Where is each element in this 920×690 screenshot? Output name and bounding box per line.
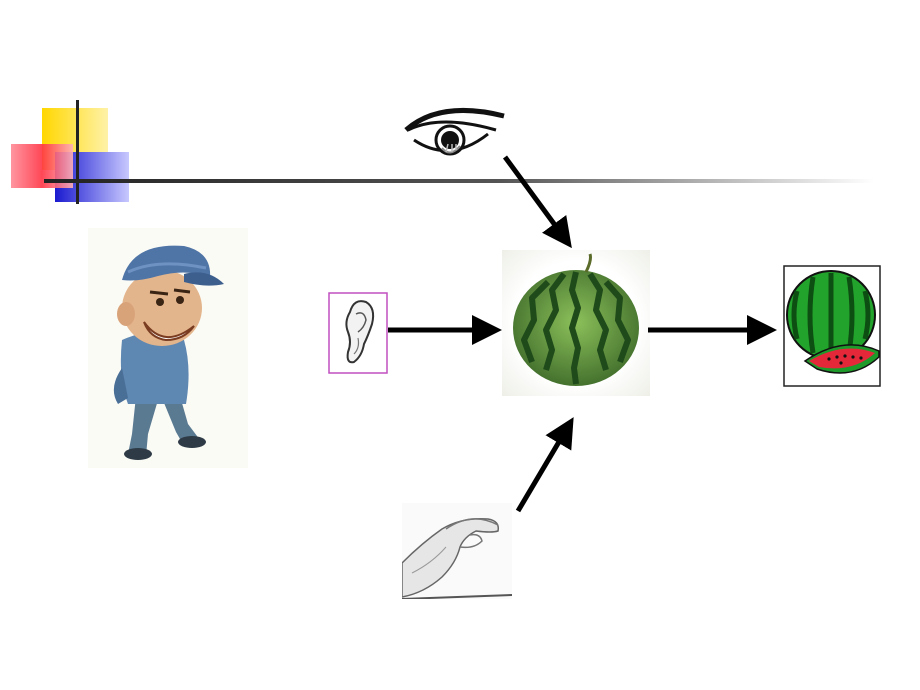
arrow-eye-to-melon (502, 155, 572, 249)
whole-watermelon-icon (502, 250, 650, 396)
horizontal-divider (44, 179, 874, 183)
ear-icon (328, 292, 388, 374)
watermelon-slice-icon (783, 265, 881, 387)
arrow-hand-to-melon (515, 417, 574, 513)
cartoon-man-icon (88, 228, 248, 468)
hand-touch-icon (402, 503, 512, 599)
eye-icon (404, 107, 505, 156)
vertical-divider (76, 100, 79, 204)
